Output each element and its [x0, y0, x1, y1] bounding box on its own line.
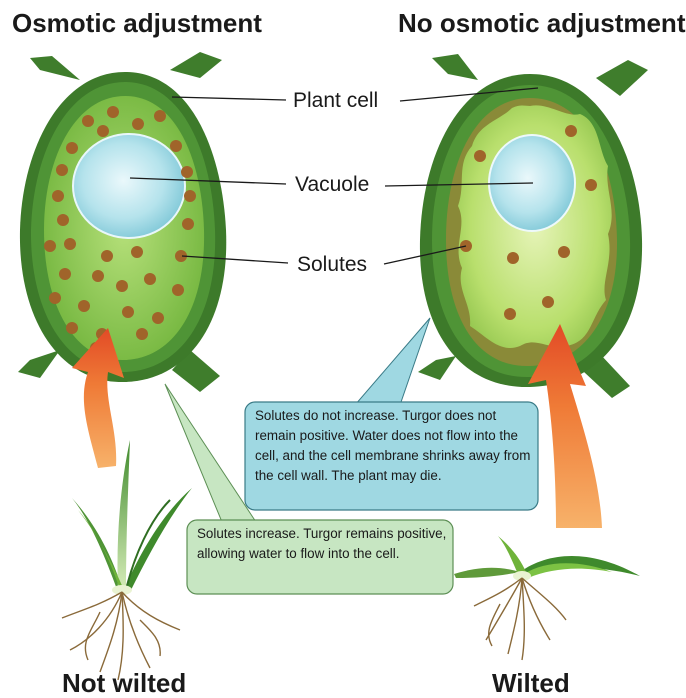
title-osmotic-adjustment: Osmotic adjustment	[12, 8, 262, 38]
no-adjustment-callout-text: Solutes do not increase. Turgor does not…	[255, 406, 535, 486]
vacuole-label: Vacuole	[295, 173, 369, 196]
plant-cell-label: Plant cell	[293, 89, 378, 112]
left-plant-not-wilted	[62, 440, 192, 680]
title-no-osmotic-adjustment: No osmotic adjustment	[398, 8, 686, 38]
caption-wilted: Wilted	[492, 668, 570, 698]
solutes-label: Solutes	[297, 253, 367, 276]
right-plant-wilted	[454, 536, 640, 660]
adjustment-callout-text: Solutes increase. Turgor remains positiv…	[197, 524, 447, 564]
right-plant-cell	[418, 54, 648, 398]
left-plant-cell	[18, 52, 226, 392]
caption-not-wilted: Not wilted	[62, 668, 186, 698]
left-vacuole	[73, 134, 185, 238]
